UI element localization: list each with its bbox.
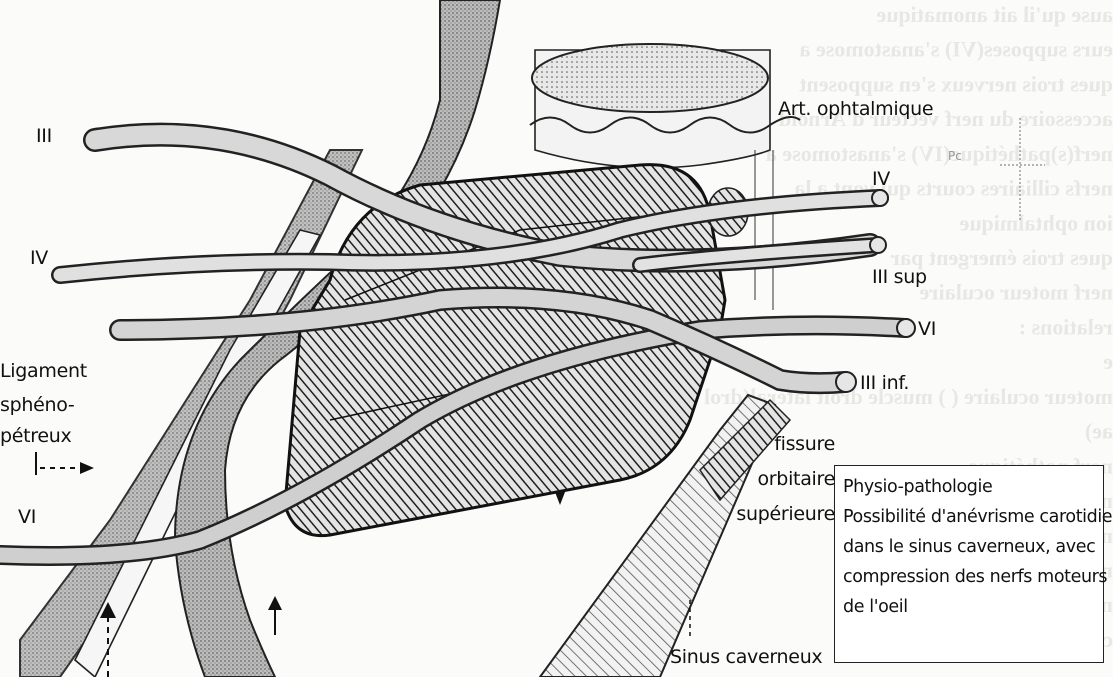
bleed-text-line: eurs supposes(VI) s'anastomose a	[799, 37, 1113, 62]
nerve-iii-inf-end	[836, 372, 856, 392]
label-ligament-2: sphéno-	[0, 396, 74, 415]
note-line-5: de l'oeil	[843, 592, 1095, 622]
label-iv-right: IV	[872, 170, 890, 189]
ligament-pointer-head	[80, 462, 94, 474]
crosshair-mark: Pc	[948, 149, 962, 163]
note-line-3: dans le sinus caverneux, avec	[843, 532, 1095, 562]
label-fissure-2: orbitaire	[757, 470, 835, 489]
label-iii-inf: III inf.	[860, 374, 909, 393]
bleed-text-line: relations :	[1019, 314, 1113, 339]
label-ligament-3: pétreux	[0, 427, 71, 446]
nerve-iv-end	[872, 190, 888, 206]
label-fissure-1: fissure	[774, 435, 835, 454]
bleed-text-line: ion ophtalmique	[959, 210, 1113, 235]
bleed-text-line: ques trois nerveux s'en supposent	[799, 71, 1113, 96]
label-art-ophtalmique: Art. ophtalmique	[778, 100, 933, 119]
arrow-up-head-2	[268, 596, 282, 610]
label-sinus-caverneux: Sinus caverneux	[670, 648, 822, 667]
label-fissure-3: supérieure	[736, 505, 835, 524]
note-line-4: compression des nerfs moteurs	[843, 562, 1095, 592]
physio-pathology-note-box: Physio-pathologie Possibilité d'anévrism…	[834, 465, 1104, 663]
nerve-iii-sup-end	[870, 237, 886, 253]
nerve-vi-end	[897, 319, 915, 337]
small-mark	[555, 492, 565, 505]
label-iv-left: IV	[30, 249, 48, 268]
label-vi-right: VI	[918, 320, 936, 339]
label-iii-sup: III sup	[872, 268, 927, 287]
label-iii-left: III	[36, 127, 52, 146]
bleed-text-line: nerf(s)pathétique(IV) s'anastomose a	[766, 141, 1113, 166]
bleed-text-line: e	[1103, 349, 1113, 374]
label-ligament-1: Ligament	[0, 362, 87, 381]
label-vi-left: VI	[18, 508, 36, 527]
bleed-text-line: ae)	[1085, 419, 1113, 444]
note-line-2: Possibilité d'anévrisme carotidien	[843, 502, 1095, 532]
note-line-1: Physio-pathologie	[843, 472, 1095, 502]
bleed-text-line: nerf moteur oculaire	[919, 280, 1113, 305]
bleed-text-line: ause qu'il ait anomatique	[876, 2, 1113, 27]
optic-nerve-section	[532, 44, 768, 112]
